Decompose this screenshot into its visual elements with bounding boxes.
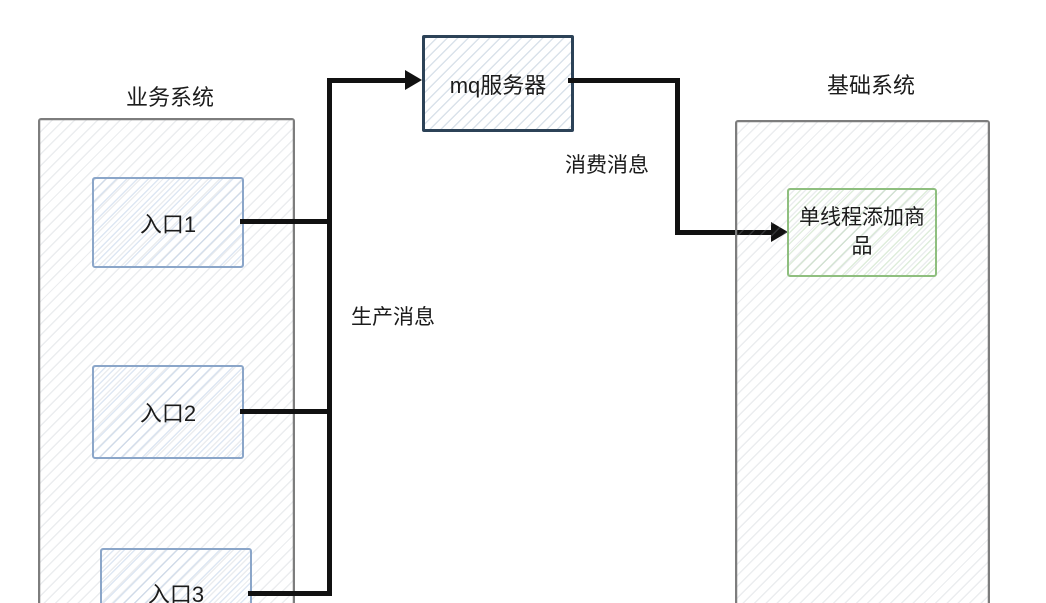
- entry-node-2: 入口2: [92, 365, 244, 459]
- produce-message-label: 生产消息: [351, 306, 435, 329]
- consume-message-label: 消费消息: [565, 154, 649, 177]
- product-add-node-label: 单线程添加商品: [799, 206, 925, 258]
- arrowhead-into-product-icon: [771, 222, 788, 242]
- entry-node-1-label: 入口1: [139, 211, 197, 237]
- entry-node-3: 入口3: [100, 548, 252, 603]
- connector-entry1-trunk: [240, 219, 330, 224]
- connector-trunk-mq: [327, 78, 406, 83]
- connector-mq-elbow-vertical: [675, 78, 680, 235]
- mq-server-node-label: mq服务器: [449, 72, 547, 98]
- connector-into-product: [675, 230, 772, 235]
- trunk-vertical-line: [327, 78, 332, 596]
- arrowhead-into-mq-icon: [405, 70, 422, 90]
- connector-entry3-trunk: [248, 591, 330, 596]
- connector-entry2-trunk: [240, 409, 330, 414]
- right-system-title: 基础系统: [826, 73, 915, 98]
- product-add-node: 单线程添加商品: [787, 188, 937, 277]
- right-system-container: [735, 120, 990, 603]
- entry-node-2-label: 入口2: [139, 401, 197, 426]
- left-system-container: [38, 118, 295, 603]
- connector-mq-elbow-horizontal: [568, 78, 680, 83]
- left-system-title: 业务系统: [125, 85, 214, 110]
- entry-node-3-label: 入口3: [147, 581, 205, 603]
- entry-node-1: 入口1: [92, 177, 244, 268]
- mq-server-node: mq服务器: [422, 35, 574, 132]
